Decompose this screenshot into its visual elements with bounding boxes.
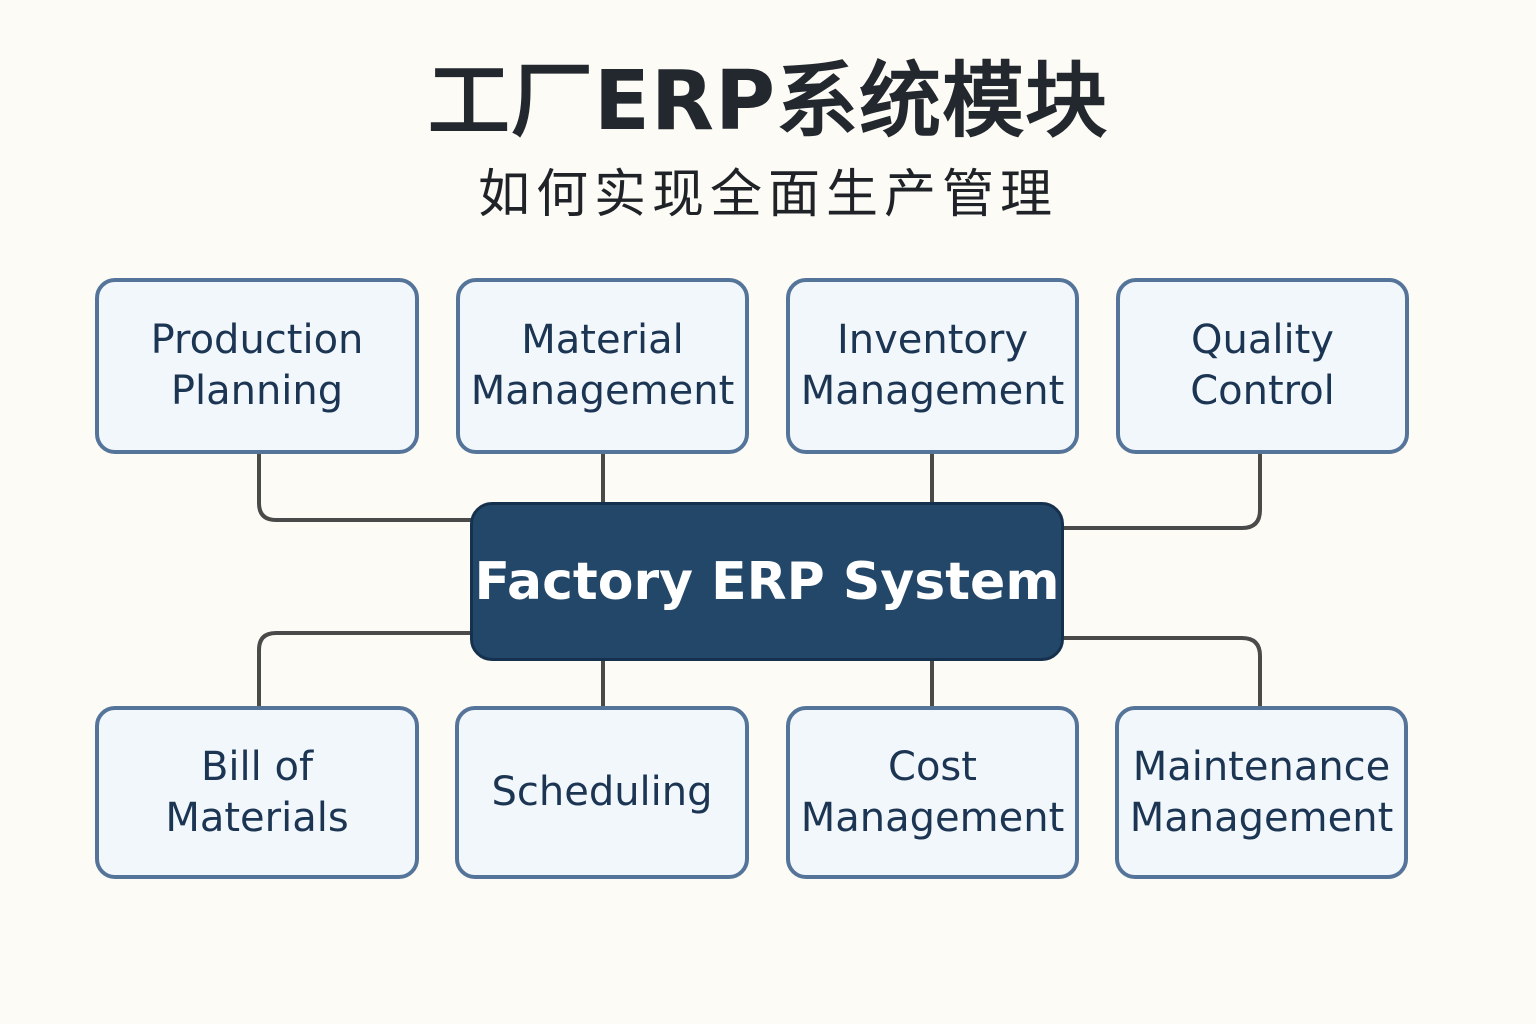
module-label-line2: Management <box>470 368 735 414</box>
module-label-line2: Materials <box>165 794 349 841</box>
module-label-line1: Production <box>150 317 364 363</box>
module-scheduling[interactable]: Scheduling <box>455 706 749 879</box>
hub-factory-erp-system[interactable]: Factory ERP System <box>470 502 1064 661</box>
connector-bill-of-materials <box>257 631 472 707</box>
diagram-subtitle: 如何实现全面生产管理 <box>477 165 1058 225</box>
module-label-line1: Scheduling <box>491 769 713 815</box>
module-label-line1: Maintenance <box>1132 743 1391 790</box>
module-label-line1: Material <box>521 317 684 363</box>
module-label-line1: Quality <box>1191 317 1334 363</box>
module-label-line2: Management <box>1129 794 1394 841</box>
module-label-line1: Cost <box>888 743 977 790</box>
module-label-line2: Planning <box>170 368 344 414</box>
module-label-line2: Management <box>800 368 1065 414</box>
connector-maintenance-management <box>1064 636 1262 707</box>
diagram-title: 工厂ERP系统模块 <box>427 54 1109 149</box>
connector-production-planning <box>257 454 472 522</box>
module-label-line2: Control <box>1190 368 1335 414</box>
module-label-line2: Management <box>800 794 1065 841</box>
module-label-line1: Bill of <box>200 743 314 790</box>
connector-quality-control <box>1064 454 1262 530</box>
module-label-line1: Inventory <box>836 317 1029 363</box>
hub-label: Factory ERP System <box>474 551 1060 612</box>
